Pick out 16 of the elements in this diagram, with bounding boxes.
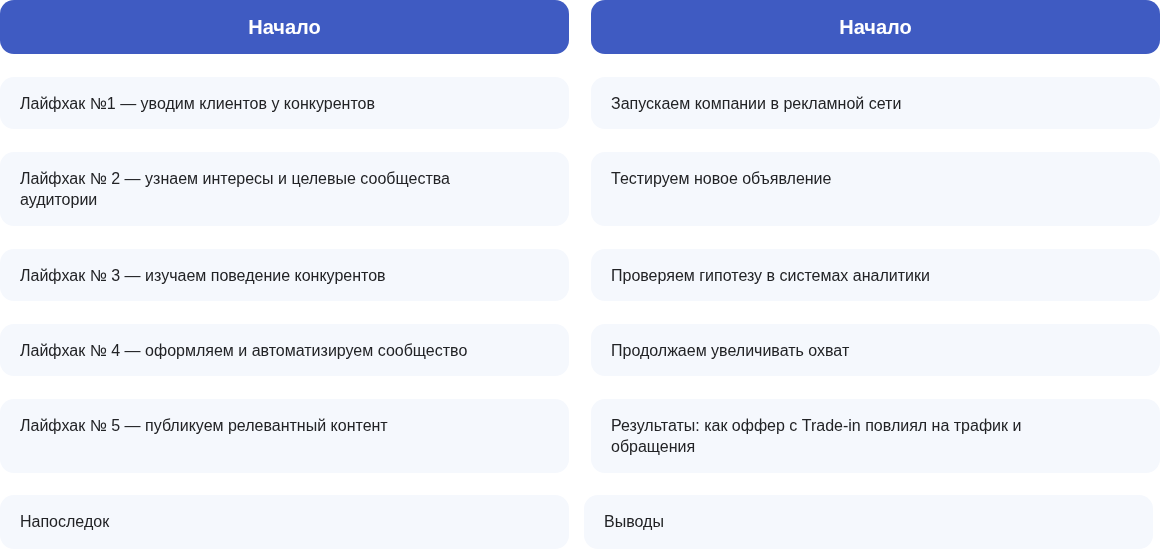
- section-title: Начало: [839, 15, 912, 39]
- toc-item-text: Лайфхак № 4 — оформляем и автоматизируем сообщество: [20, 341, 469, 361]
- heading-bar: [591, 0, 1160, 54]
- toc-item-text: Продолжаем увеличивать охват: [611, 341, 851, 361]
- toc-item-text: Запускаем компании в рекламной сети: [611, 94, 903, 114]
- section-title: Начало: [248, 15, 321, 39]
- toc-item-text: Результаты: как оффер с Trade-in повлиял на трафик и обращения: [611, 416, 1023, 457]
- toc-item-text: Лайфхак № 5 — публикуем релевантный контент: [20, 416, 389, 436]
- heading-bar: [0, 0, 569, 54]
- toc-item-text: Выводы: [604, 512, 665, 532]
- toc-item-text: Лайфхак № 3 — изучаем поведение конкурентов: [20, 266, 387, 286]
- toc-item-text: Напоследок: [20, 512, 111, 532]
- toc-item-text: Проверяем гипотезу в системах аналитики: [611, 266, 931, 286]
- toc-item-text: Лайфхак № 2 — узнаем интересы и целевые сообщества аудитории: [20, 169, 451, 210]
- toc-item-text: Тестируем новое объявление: [611, 169, 833, 189]
- toc-item-text: Лайфхак №1 — уводим клиентов у конкурентов: [20, 94, 376, 114]
